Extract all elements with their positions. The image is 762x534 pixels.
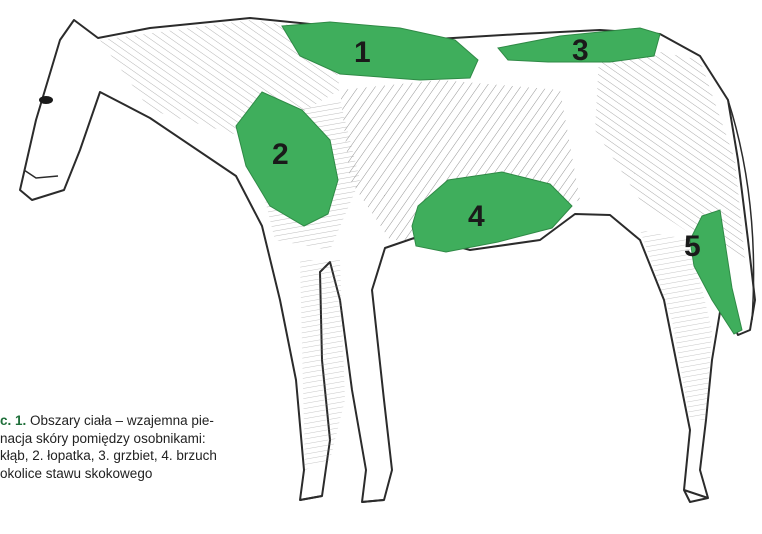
zone-1-label: 1 [354, 36, 371, 69]
caption-figure-number: c. 1. [0, 413, 26, 428]
caption-line-2: nacja skóry pomiędzy osobnikami: [0, 430, 262, 448]
caption-line-4: okolice stawu skokowego [0, 465, 262, 483]
caption-line-1: c. 1. Obszary ciała – wzajemna pie- [0, 412, 262, 430]
caption-line-3: kłąb, 2. łopatka, 3. grzbiet, 4. brzuch [0, 447, 262, 465]
caption-line-1-text: Obszary ciała – wzajemna pie- [26, 413, 214, 428]
zone-2-label: 2 [272, 138, 289, 171]
zone-5-label: 5 [684, 230, 701, 263]
figure-caption: c. 1. Obszary ciała – wzajemna pie- nacj… [0, 412, 262, 482]
zone-3-label: 3 [572, 34, 589, 67]
zone-4-label: 4 [468, 200, 485, 233]
